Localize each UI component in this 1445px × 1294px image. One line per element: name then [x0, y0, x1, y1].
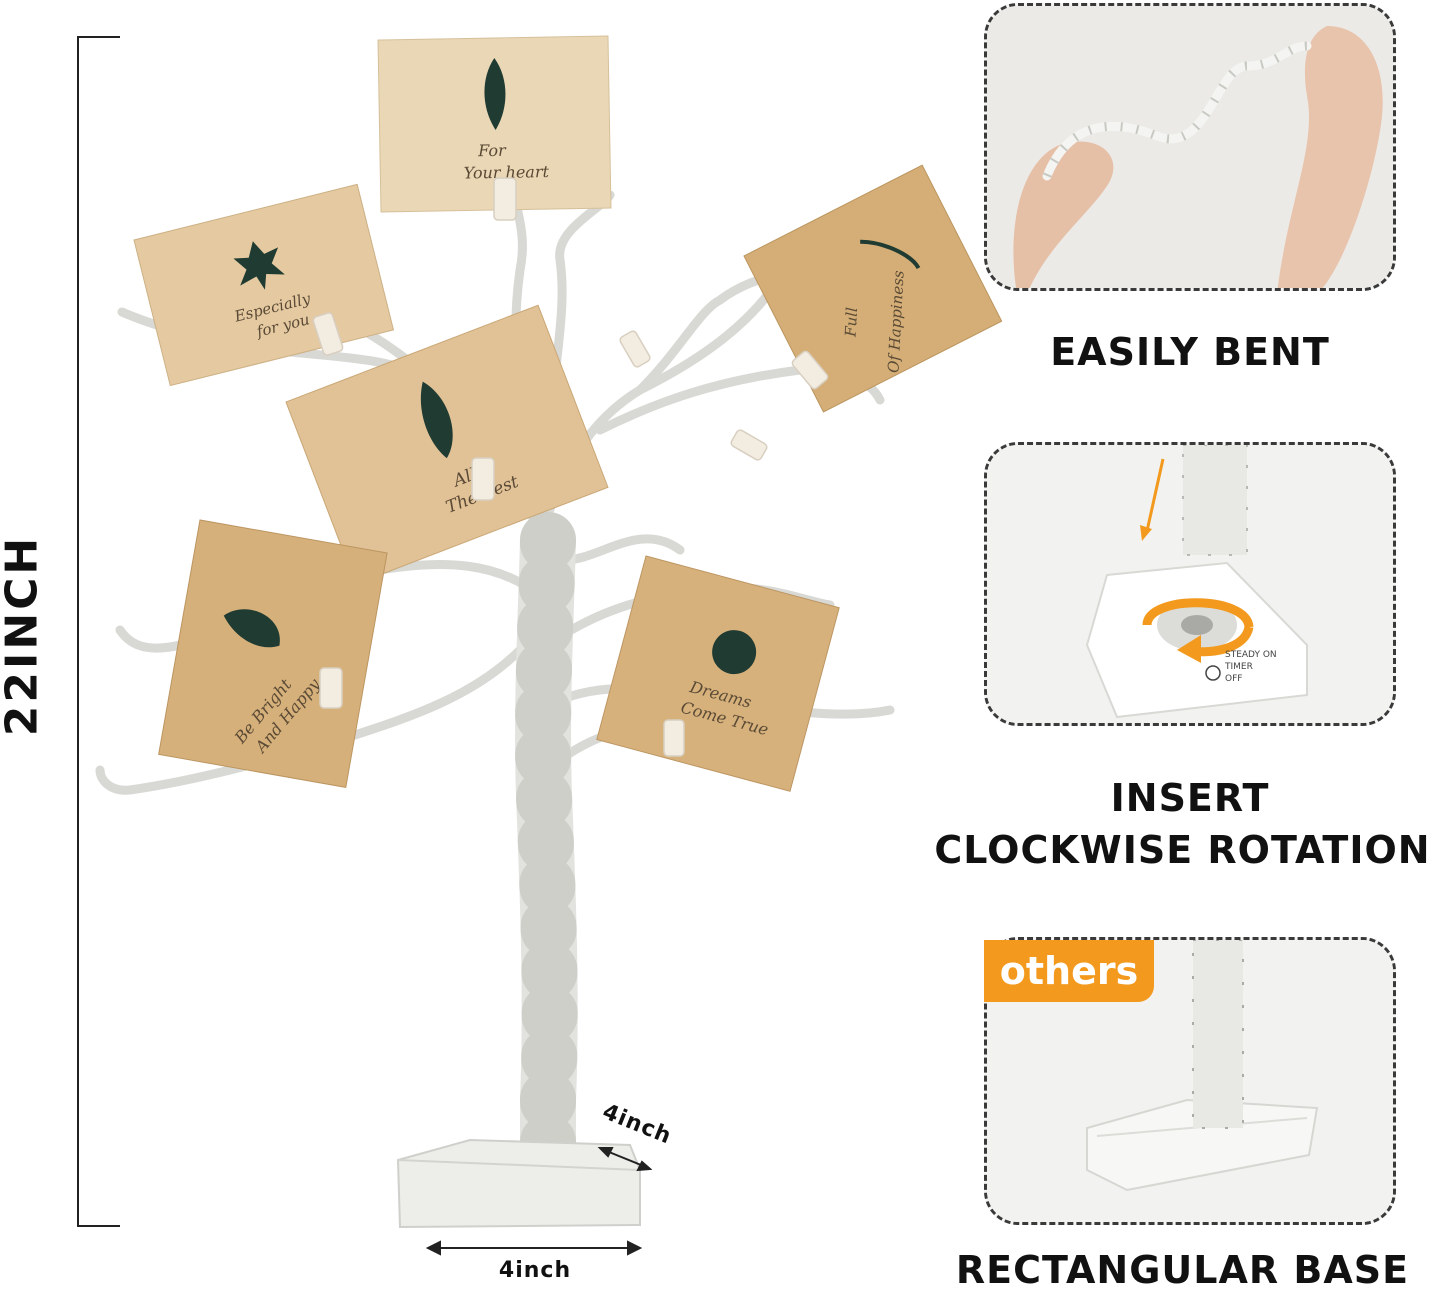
card-for-your-heart: For Your heart: [377, 35, 612, 213]
height-dimension-bracket: [77, 36, 120, 1227]
base-width-label: 4inch: [498, 1258, 572, 1283]
clips: [312, 177, 829, 757]
fern-icon: [860, 239, 921, 270]
insert-demo-panel: STEADY ON TIMER OFF: [984, 442, 1396, 726]
leaf-icon: [223, 609, 280, 648]
switch-label-1: STEADY ON: [1225, 650, 1277, 660]
easily-bent-title: EASILY BENT: [1050, 330, 1330, 374]
base-depth-arrow: [597, 1147, 653, 1172]
insert-rotation-photo: STEADY ON TIMER OFF: [987, 445, 1393, 723]
card-text-2: Your heart: [464, 162, 550, 182]
others-badge: others: [984, 940, 1154, 1002]
monstera-leaf-icon: [712, 630, 757, 675]
bending-wire-photo: [987, 6, 1393, 288]
bend-demo-panel: [984, 3, 1396, 291]
insert-title: INSERT: [1110, 776, 1270, 820]
card-full-of-happiness: Full Of Happiness: [743, 164, 1003, 413]
card-dreams-come-true: Dreams Come True: [596, 555, 840, 792]
switch-label-3: OFF: [1225, 674, 1242, 684]
clockwise-rotation-title: CLOCKWISE ROTATION: [934, 828, 1431, 872]
leaf-icon: [484, 57, 506, 130]
maple-leaf-icon: [233, 241, 285, 290]
card-text-1: Full: [841, 306, 861, 338]
card-text-2: Of Happiness: [884, 270, 907, 374]
card-be-bright-and-happy: Be Bright And Happy: [158, 519, 388, 788]
card-text-1: For: [477, 141, 507, 161]
rectangular-base-title: RECTANGULAR BASE: [955, 1248, 1410, 1292]
height-label: 22INCH: [0, 534, 48, 737]
power-icon: [1205, 665, 1221, 681]
leaf-icon: [420, 381, 453, 459]
base-width-arrow: [425, 1240, 643, 1256]
switch-label-2: TIMER: [1224, 662, 1253, 672]
